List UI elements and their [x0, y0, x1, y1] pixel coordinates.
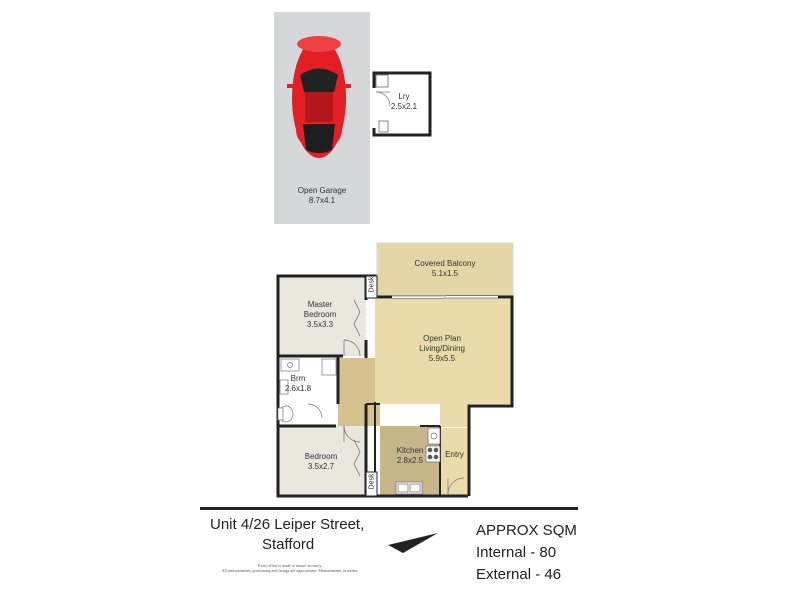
- area-summary: APPROX SQM Internal - 80 External - 46: [476, 520, 577, 586]
- balcony-dims: 5.1x1.5: [431, 269, 459, 278]
- kitchen-name: Kitchen: [396, 446, 424, 455]
- bedroom-label: Bedroom 3.5x2.7: [290, 452, 352, 472]
- bathroom-fixtures: [277, 358, 337, 423]
- master-name-line1: Master: [307, 300, 333, 309]
- disclaimer-line2: All measurements, positioning and fixing…: [221, 568, 359, 573]
- bedroom-dims: 3.5x2.7: [307, 462, 335, 471]
- property-address: Unit 4/26 Leiper Street, Stafford: [210, 515, 364, 555]
- wardrobe-bedroom: [343, 425, 361, 477]
- master-dims: 3.5x3.3: [306, 320, 334, 329]
- sqm-external: External - 46: [476, 566, 562, 583]
- desk-lower: [365, 471, 378, 497]
- address-line2: Stafford: [262, 536, 315, 553]
- kitchen-dims: 2.8x2.5: [396, 456, 424, 465]
- bathroom-dims: 2.6x1.8: [284, 384, 312, 393]
- laundry-room: [372, 71, 432, 137]
- balcony-label: Covered Balcony 5.1x1.5: [377, 259, 513, 279]
- bathroom-name: Brm: [290, 374, 306, 383]
- sqm-heading: APPROX SQM: [476, 522, 577, 539]
- laundry-dims: 2.5x2.1: [390, 102, 418, 111]
- master-name-line2: Bedroom: [303, 310, 337, 319]
- entry-label: Entry: [440, 450, 469, 460]
- wardrobe-master: [343, 299, 361, 357]
- garage-label: Open Garage 8.7x4.1: [274, 186, 370, 206]
- garage-dims: 8.7x4.1: [308, 196, 336, 205]
- bedroom-name: Bedroom: [304, 452, 338, 461]
- laundry-label: Lry 2.5x2.1: [384, 92, 424, 112]
- hall-floor: [338, 358, 380, 426]
- footer-divider: [200, 507, 578, 510]
- master-bedroom-floor: [278, 276, 366, 356]
- car-icon: [287, 36, 351, 158]
- laundry-name: Lry: [398, 92, 410, 101]
- entry-floor: [440, 428, 469, 495]
- sqm-internal: Internal - 80: [476, 544, 557, 561]
- master-bedroom-label: Master Bedroom 3.5x3.3: [284, 300, 356, 330]
- living-name-line1: Open Plan: [423, 334, 461, 343]
- kitchen-label: Kitchen 2.8x2.5: [388, 446, 432, 466]
- entry-door: [447, 477, 465, 495]
- living-dims: 5.9x5.5: [428, 354, 456, 363]
- disclaimer-line1: Every effort is made to ensure accuracy.: [257, 563, 323, 568]
- living-name-line2: Living/Dining: [419, 344, 465, 353]
- balcony-floor: [377, 243, 513, 297]
- living-label: Open Plan Living/Dining 5.9x5.5: [400, 334, 484, 364]
- north-arrow-icon: [388, 533, 438, 553]
- bathroom-label: Brm 2.6x1.8: [280, 374, 316, 394]
- kitchen-fixtures: [395, 427, 441, 495]
- desk-lower-label: Desk: [368, 473, 376, 490]
- desk-upper-label: Desk: [368, 276, 376, 293]
- garage-name: Open Garage: [297, 186, 347, 195]
- balcony-name: Covered Balcony: [414, 259, 476, 268]
- disclaimer: Every effort is made to ensure accuracy.…: [205, 563, 375, 573]
- desk-upper: [365, 275, 378, 299]
- entry-name: Entry: [445, 450, 464, 459]
- address-line1: Unit 4/26 Leiper Street,: [210, 516, 365, 533]
- bedroom-floor: [278, 426, 366, 495]
- living-floor: [375, 299, 512, 427]
